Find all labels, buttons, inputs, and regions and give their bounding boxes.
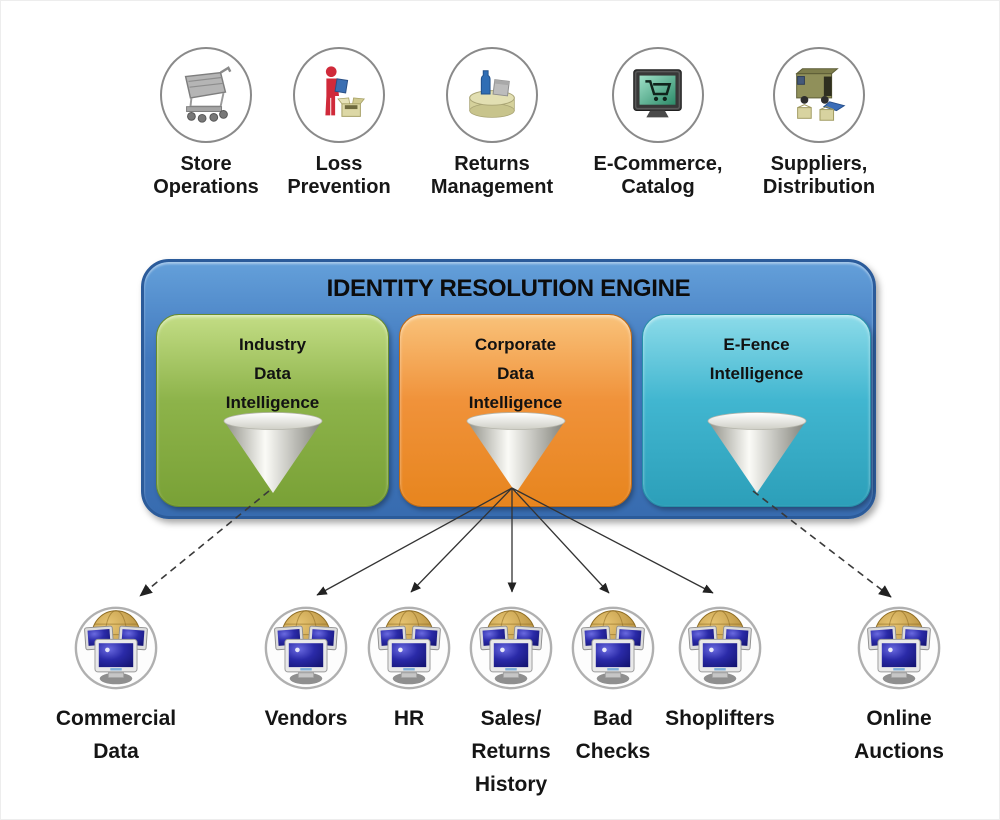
module-industry-data-intelligence: Industry Data Intelligence — [156, 314, 389, 507]
funnel-cone-icon — [221, 411, 325, 495]
top-source-loss-prevention: Loss Prevention — [264, 47, 414, 199]
identity-resolution-engine: IDENTITY RESOLUTION ENGINE Industry Data… — [141, 259, 876, 519]
computers-globe-icon — [677, 605, 763, 691]
module-label: E-Fence Intelligence — [709, 335, 804, 383]
top-source-suppliers-distribution: Suppliers, Distribution — [744, 47, 894, 199]
bottom-source-bad-checks: Bad Checks — [538, 605, 688, 768]
bottom-source-online-auctions: Online Auctions — [824, 605, 974, 768]
computers-globe-icon — [73, 605, 159, 691]
bottom-source-shoplifters: Shoplifters — [645, 605, 795, 735]
top-source-label: Store Operations — [153, 153, 259, 198]
top-source-returns-management: Returns Management — [417, 47, 567, 199]
top-source-label: Returns Management — [430, 153, 554, 198]
bottom-source-label: Shoplifters — [665, 707, 775, 730]
bottom-source-label: Online Auctions — [854, 707, 944, 763]
top-source-ecommerce-catalog: E-Commerce, Catalog — [583, 47, 733, 199]
bottom-source-label: Vendors — [264, 707, 348, 730]
top-source-store-operations: Store Operations — [131, 47, 281, 199]
loss-prevention-person-icon — [293, 47, 385, 143]
top-source-label: E-Commerce, Catalog — [593, 153, 723, 198]
computers-globe-icon — [856, 605, 942, 691]
bottom-source-commercial-data: Commercial Data — [41, 605, 191, 768]
funnel-cone-icon — [705, 411, 809, 495]
funnel-cone-icon — [464, 411, 568, 495]
module-corporate-data-intelligence: Corporate Data Intelligence — [399, 314, 632, 507]
module-label: Industry Data Intelligence — [225, 335, 320, 412]
top-source-label: Suppliers, Distribution — [762, 153, 876, 198]
bottom-source-vendors: Vendors — [231, 605, 381, 735]
bottom-source-label: HR — [393, 707, 425, 730]
bottom-source-sales-returns-history: Sales/ Returns History — [436, 605, 586, 801]
bottom-source-label: Commercial Data — [55, 707, 177, 763]
top-source-label: Loss Prevention — [287, 153, 391, 198]
bottom-source-label: Sales/ Returns History — [471, 707, 551, 796]
module-label: Corporate Data Intelligence — [468, 335, 563, 412]
bottom-source-hr: HR — [334, 605, 484, 735]
delivery-truck-icon — [773, 47, 865, 143]
engine-title: IDENTITY RESOLUTION ENGINE — [326, 275, 691, 302]
shopping-cart-icon — [160, 47, 252, 143]
bottom-source-label: Bad Checks — [575, 707, 651, 763]
ecommerce-monitor-icon — [612, 47, 704, 143]
returns-container-icon — [446, 47, 538, 143]
module-efence-intelligence: E-Fence Intelligence — [642, 314, 871, 507]
computers-globe-icon — [570, 605, 656, 691]
